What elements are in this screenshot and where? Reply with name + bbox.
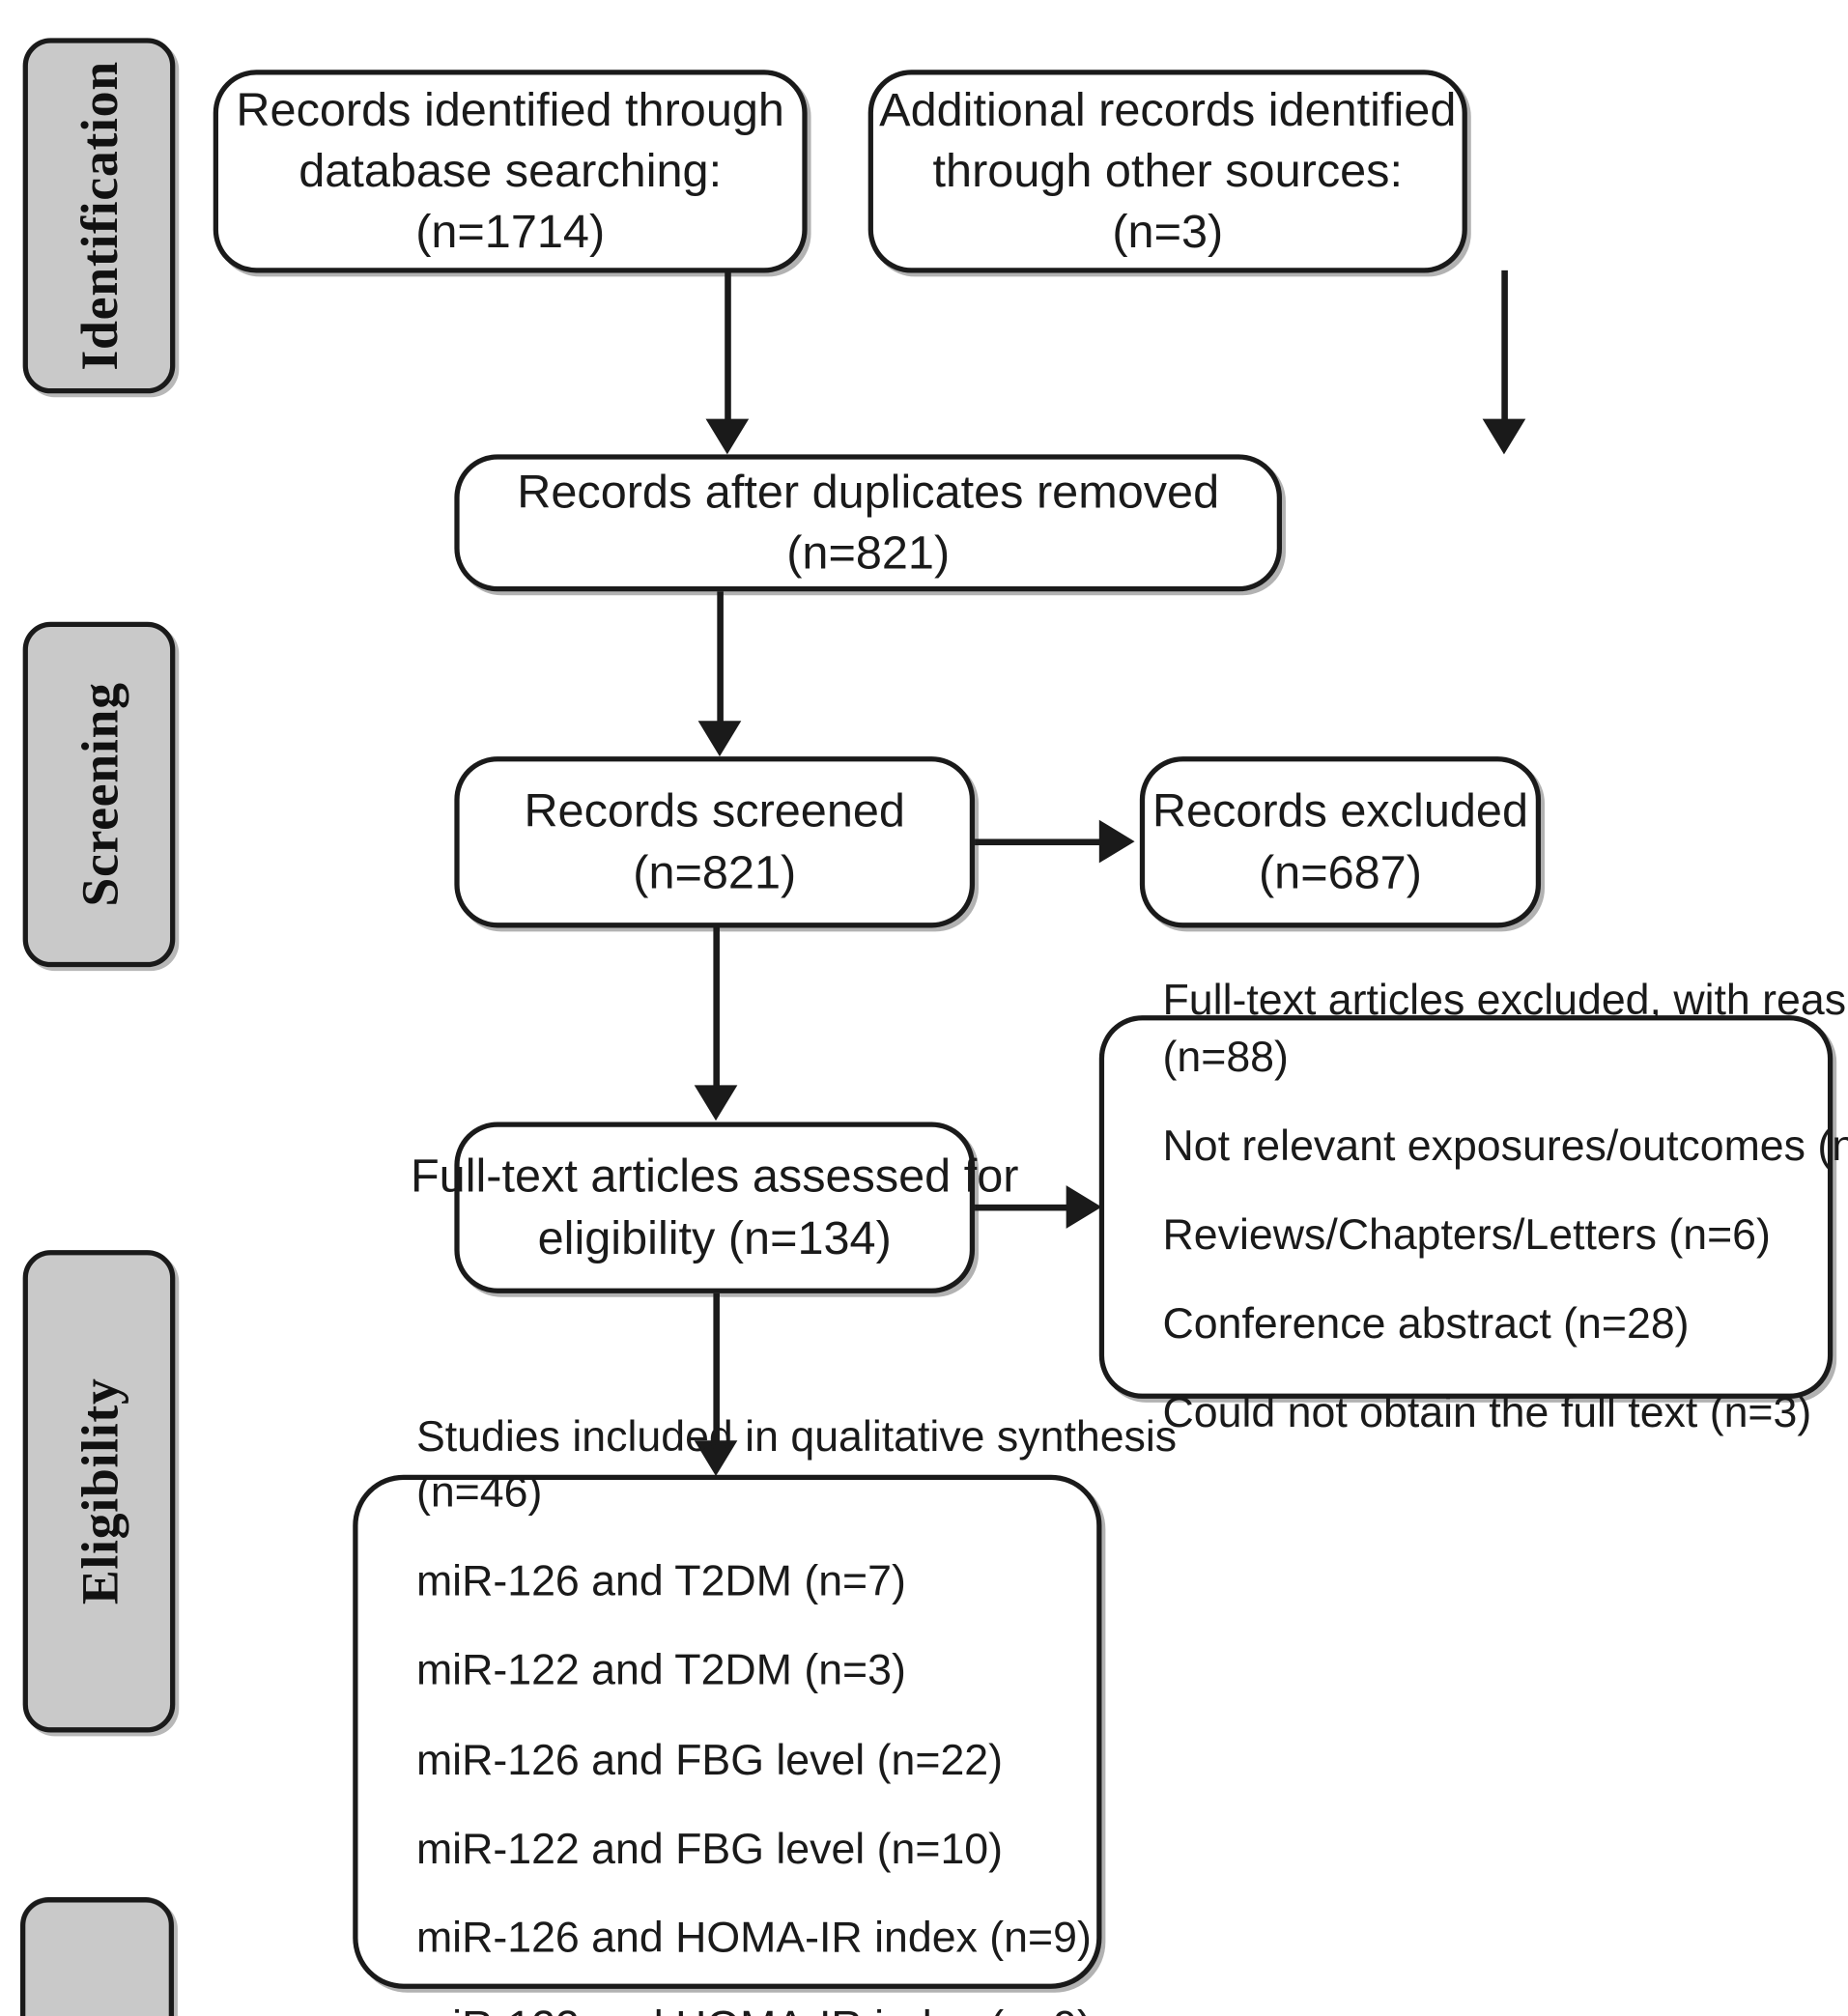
arrowhead-fulltext-to-excluded (1066, 1185, 1102, 1229)
stage-tab-included: Included (20, 1897, 175, 2016)
box-line: Not relevant exposures/outcomes (n=51) (1162, 1122, 1848, 1171)
box-line: miR-122 and HOMA-IR index (n=9) (358, 1999, 1092, 2016)
stage-label-screening: Screening (70, 682, 128, 907)
box-line: Studies included in qualitative synthesi… (415, 1412, 1178, 1461)
box-records-identified-database: Records identified through database sear… (213, 70, 808, 273)
box-line: Records excluded (1151, 784, 1529, 838)
box-fulltext-assessed: Full-text articles assessed for eligibil… (411, 1122, 1018, 1293)
arrowhead-fulltext-to-included (694, 1440, 738, 1477)
box-line: (n=3) (1112, 205, 1224, 258)
box-line: Reviews/Chapters/Letters (n=6) (1162, 1210, 1771, 1260)
arrowhead-duplicates-to-screened (697, 721, 742, 757)
box-fulltext-excluded: Full-text articles excluded, with reason… (1098, 977, 1848, 1437)
connector-fulltext-to-included (713, 1292, 720, 1449)
connector-other-to-duplicates (1501, 270, 1508, 430)
box-line: Could not obtain the full text (n=3) (1162, 1388, 1812, 1437)
box-line: Full-text articles excluded, with reason… (1162, 976, 1848, 1025)
arrowhead-screened-to-excluded (1098, 819, 1135, 864)
box-line: (n=821) (786, 526, 951, 580)
stage-tab-eligibility: Eligibility (22, 1250, 176, 1733)
box-records-after-duplicates: Records after duplicates removed (n=821) (454, 454, 1283, 592)
arrowhead-other-to-duplicates (1482, 418, 1526, 455)
box-line: miR-126 and T2DM (n=7) (415, 1557, 906, 1606)
box-line: (n=46) (415, 1468, 543, 1517)
box-line: (n=687) (1258, 845, 1422, 898)
box-line: Records screened (524, 784, 905, 838)
connector-screened-to-fulltext (713, 927, 720, 1093)
box-records-excluded: Records excluded (n=687) (1139, 756, 1542, 928)
connector-duplicates-to-screened (717, 591, 724, 731)
box-line: database searching: (299, 144, 723, 197)
arrowhead-screened-to-fulltext (694, 1085, 738, 1122)
box-records-identified-other-sources: Additional records identified through ot… (867, 70, 1467, 273)
stage-tab-screening: Screening (22, 621, 176, 968)
box-line: through other sources: (932, 144, 1403, 197)
box-line: miR-122 and FBG level (n=10) (415, 1824, 1004, 1873)
connector-fulltext-to-excluded (975, 1204, 1077, 1211)
box-line: miR-122 and T2DM (n=3) (415, 1646, 906, 1695)
connector-database-to-duplicates (725, 270, 731, 430)
stage-label-eligibility: Eligibility (70, 1377, 128, 1605)
box-line: (n=821) (633, 845, 797, 898)
box-line: eligibility (n=134) (537, 1211, 892, 1264)
arrowhead-database-to-duplicates (705, 418, 750, 455)
box-line: Conference abstract (n=28) (1162, 1299, 1690, 1349)
box-line: (n=88) (1162, 1033, 1289, 1081)
box-line: miR-126 and HOMA-IR index (n=9) (415, 1914, 1092, 1963)
stage-label-identification: Identification (70, 61, 128, 371)
box-line: miR-126 and FBG level (n=22) (415, 1735, 1004, 1784)
box-line: Additional records identified (879, 83, 1457, 136)
box-line: Records after duplicates removed (517, 466, 1220, 518)
box-records-screened: Records screened (n=821) (454, 756, 976, 928)
box-line: Records identified through (236, 83, 784, 136)
box-studies-included: Studies included in qualitative synthesi… (353, 1412, 1177, 2016)
connector-screened-to-excluded (975, 838, 1112, 846)
box-line: Full-text articles assessed for (410, 1150, 1019, 1203)
box-line: (n=1714) (415, 205, 606, 258)
stage-tab-identification: Identification (22, 38, 176, 394)
